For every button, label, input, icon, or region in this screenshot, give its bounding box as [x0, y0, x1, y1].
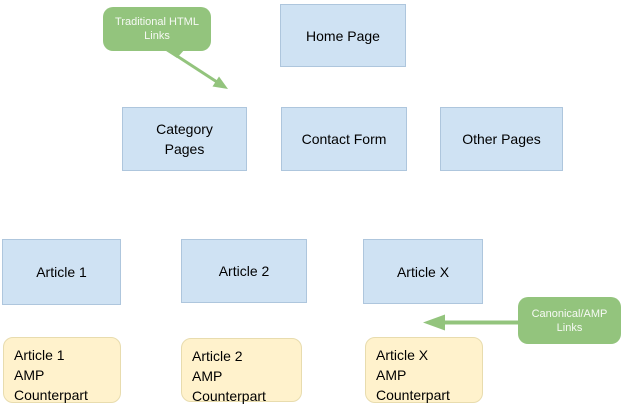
traditional-links-arrow-icon	[176, 54, 228, 89]
node-category-pages: Category Pages	[122, 107, 247, 171]
node-other-pages-label: Other Pages	[462, 131, 541, 147]
callout-canonical-amp-links-label: Canonical/AMP Links	[531, 307, 608, 334]
node-article-1-amp-label: Article 1 AMP Counterpart	[14, 347, 88, 403]
callout-traditional-html-links-label: Traditional HTML Links	[115, 16, 199, 42]
node-article-1-amp-counterpart: Article 1 AMP Counterpart	[3, 337, 121, 403]
node-article-x: Article X	[363, 239, 483, 304]
node-article-x-amp-label: Article X AMP Counterpart	[376, 347, 450, 403]
node-other-pages: Other Pages	[440, 107, 563, 171]
node-contact-form: Contact Form	[281, 107, 407, 171]
node-article-2: Article 2	[181, 239, 307, 303]
node-category-pages-label: Category Pages	[156, 121, 213, 157]
callout-canonical-amp-links: Canonical/AMP Links	[518, 297, 621, 344]
node-contact-form-label: Contact Form	[301, 131, 387, 147]
callout-traditional-html-links: Traditional HTML Links	[103, 7, 211, 51]
node-article-x-label: Article X	[396, 263, 450, 280]
node-article-1: Article 1	[2, 239, 121, 305]
node-article-2-amp-label: Article 2 AMP Counterpart	[192, 348, 266, 404]
node-article-1-label: Article 1	[36, 264, 87, 280]
node-home-page: Home Page	[280, 4, 406, 67]
node-article-2-label: Article 2	[218, 263, 270, 279]
node-article-x-amp-counterpart: Article X AMP Counterpart	[365, 337, 483, 403]
canonical-amp-links-arrow-icon	[423, 314, 518, 331]
node-article-2-amp-counterpart: Article 2 AMP Counterpart	[181, 338, 302, 404]
node-home-page-label: Home Page	[306, 27, 380, 44]
